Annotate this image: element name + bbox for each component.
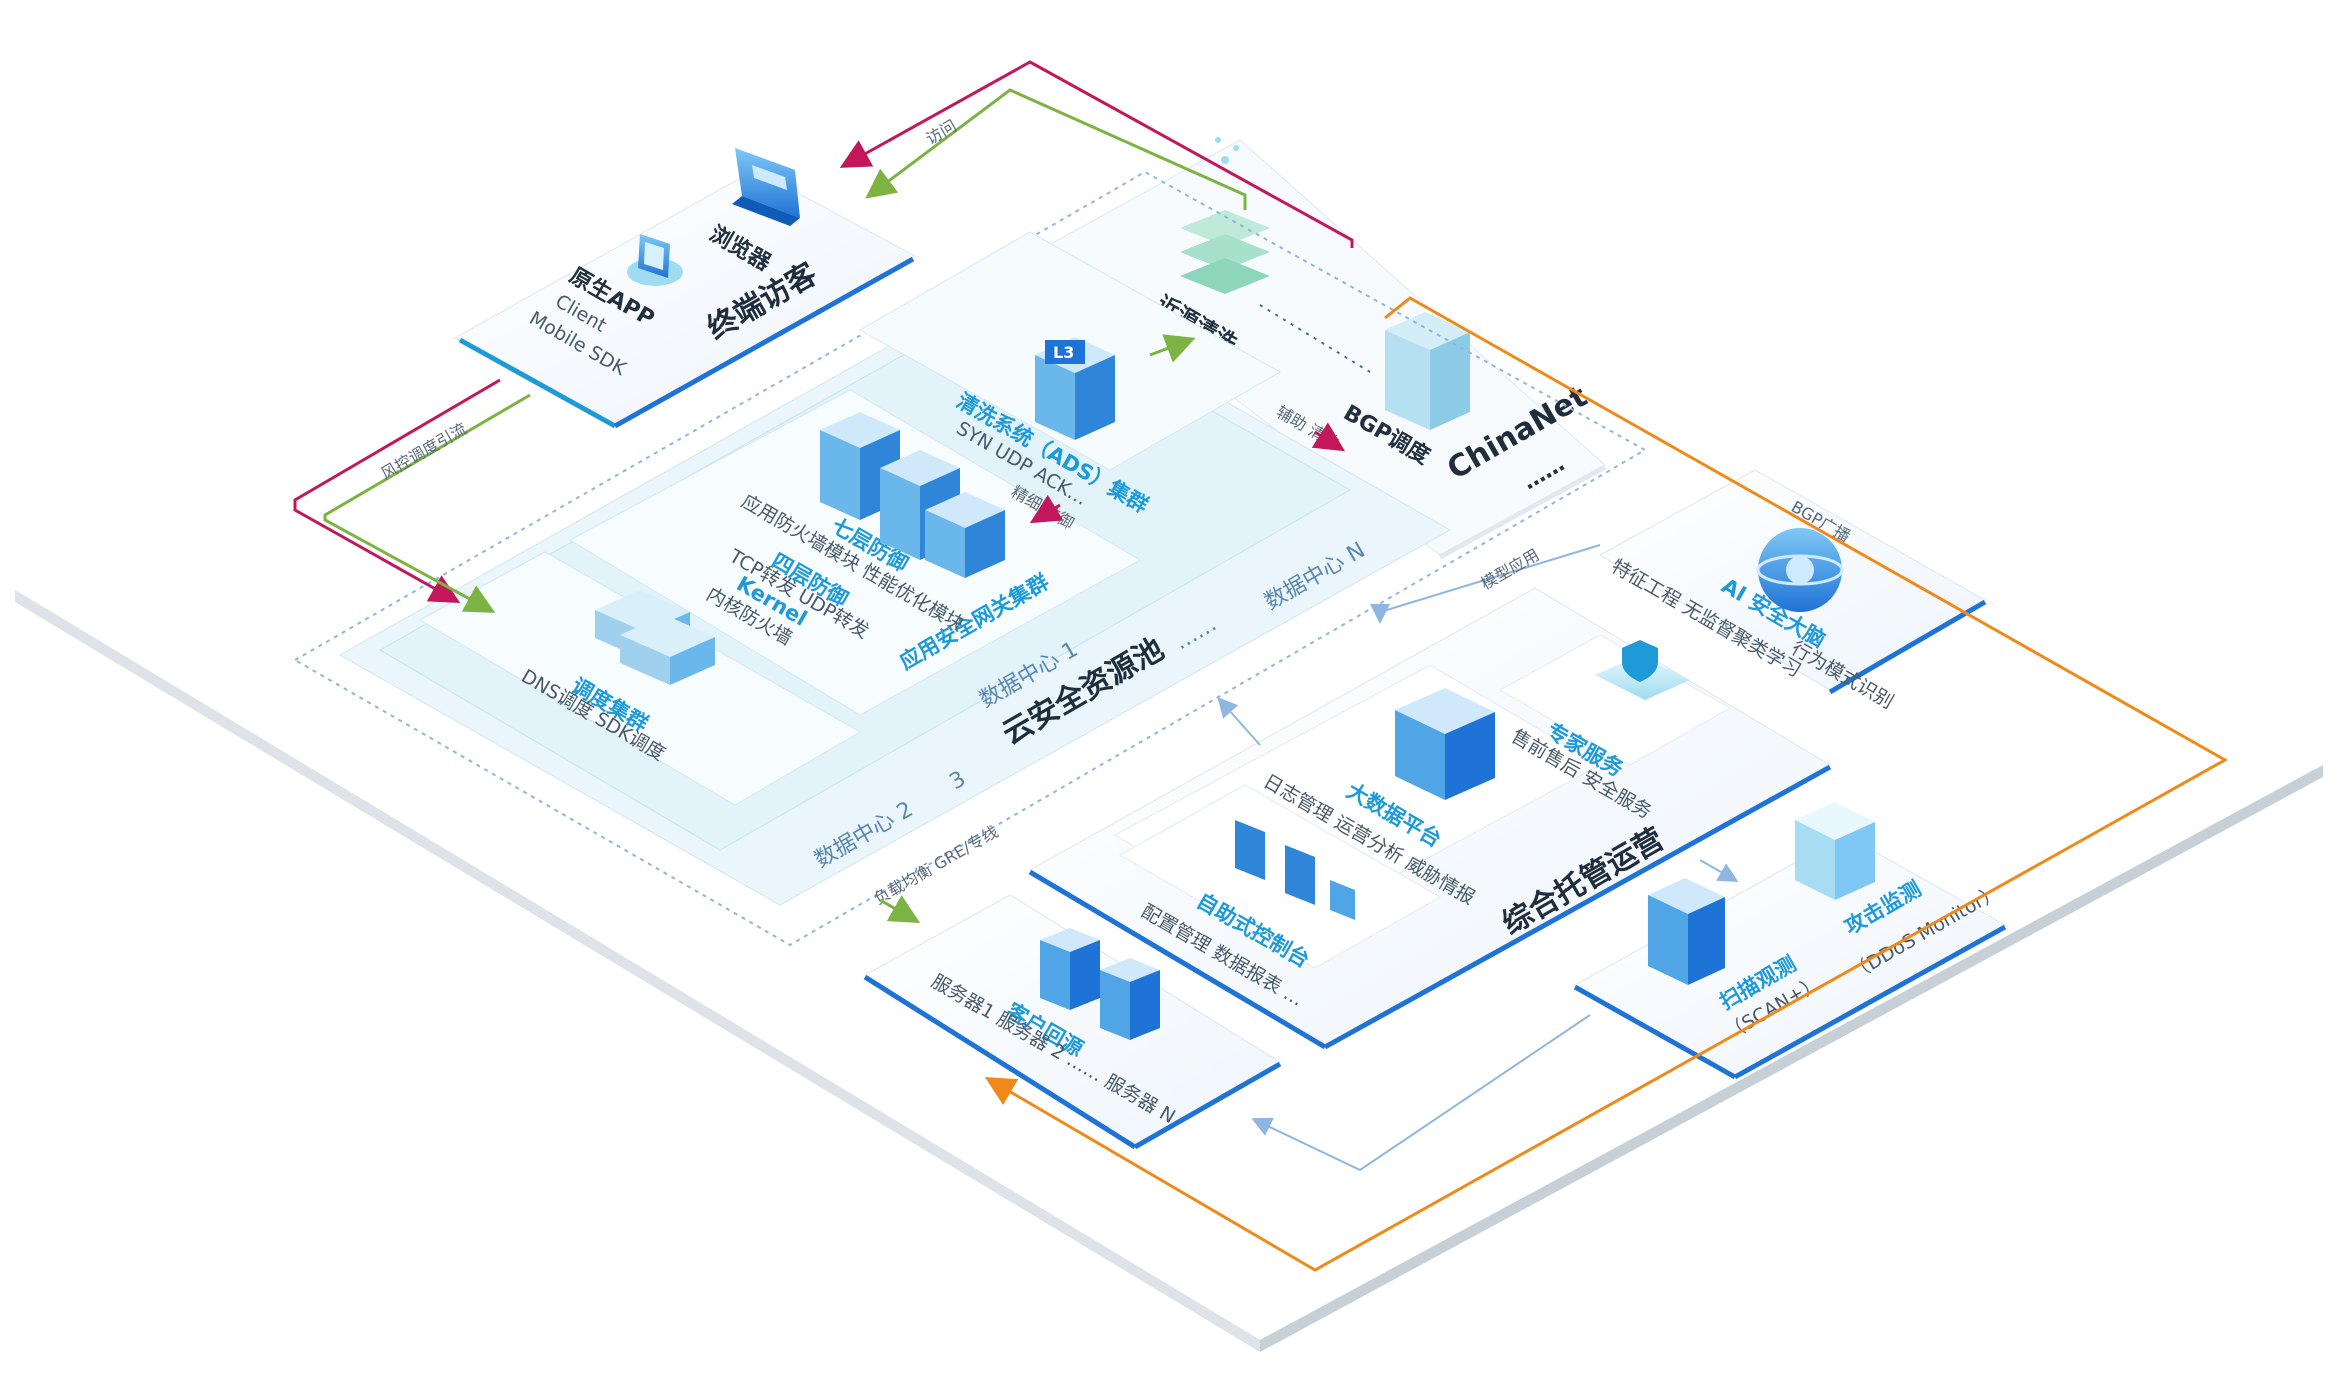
managed-ops-card: 综合托管运营 大数据平台 日志管理 运营分析 威胁情报 专家服务 售前售后 安全… [1028,587,1832,1050]
origin-server-icon [1040,928,1160,1040]
bgp-announce-link [984,296,2229,1272]
expert-shield-icon [1595,640,1690,700]
fine-defense-arrow [1029,494,1064,524]
ads-l3-tag: L3 [1053,343,1074,362]
browser-icon [732,148,800,226]
monitor-origin-link [1251,1014,1591,1172]
visit-link-red [839,60,1354,248]
gateway-server-icon [820,412,1005,578]
console-panels-icon [1235,820,1355,920]
near-source-dotted [1259,304,1371,373]
big-data-building-icon [1395,688,1495,800]
visit-link-green [865,88,1247,210]
monitor-scan-card: 攻击监测 （DDoS Monitor） 扫描观测 （SCAN+） [1573,802,2007,1080]
gateway-cluster-card: 应用安全网关集群 七层防御 应用防火墙模块 性能优化模块 四层防御 TCP转发 … [568,389,1142,716]
attack-monitor-icon [1795,802,1875,900]
assist-clean-arrow [1311,422,1346,452]
model-apply-link [1370,544,1601,624]
dispatch-cluster-card: 调度集群 DNS调度 SDK调度 [418,551,861,806]
pool-dashed-boundary [292,170,1648,947]
scan-server-icon [1648,878,1725,985]
mobile-app-icon [627,234,683,286]
filter-stack-icon [1180,137,1270,294]
ai-brain-orb-icon [1756,528,1844,612]
lb-tunnel-arrow [879,895,921,923]
bgp-server-icon [1385,312,1470,430]
managed-pool-link [1217,697,1261,746]
ads-server-icon: L3 [1035,337,1115,440]
risk-guide-red [293,378,501,603]
ops-monitor-link [1699,859,1739,882]
dispatch-server-icon [595,590,715,685]
risk-guide-green [323,393,531,613]
terminal-visitor-card: 终端访客 浏览器 原生APP Client Mobile SDK [453,148,917,429]
near-source-card: 近源清洗 BGP调度 ChinaNet …… [1039,137,1607,560]
ads-near-source-link [1149,334,1196,363]
